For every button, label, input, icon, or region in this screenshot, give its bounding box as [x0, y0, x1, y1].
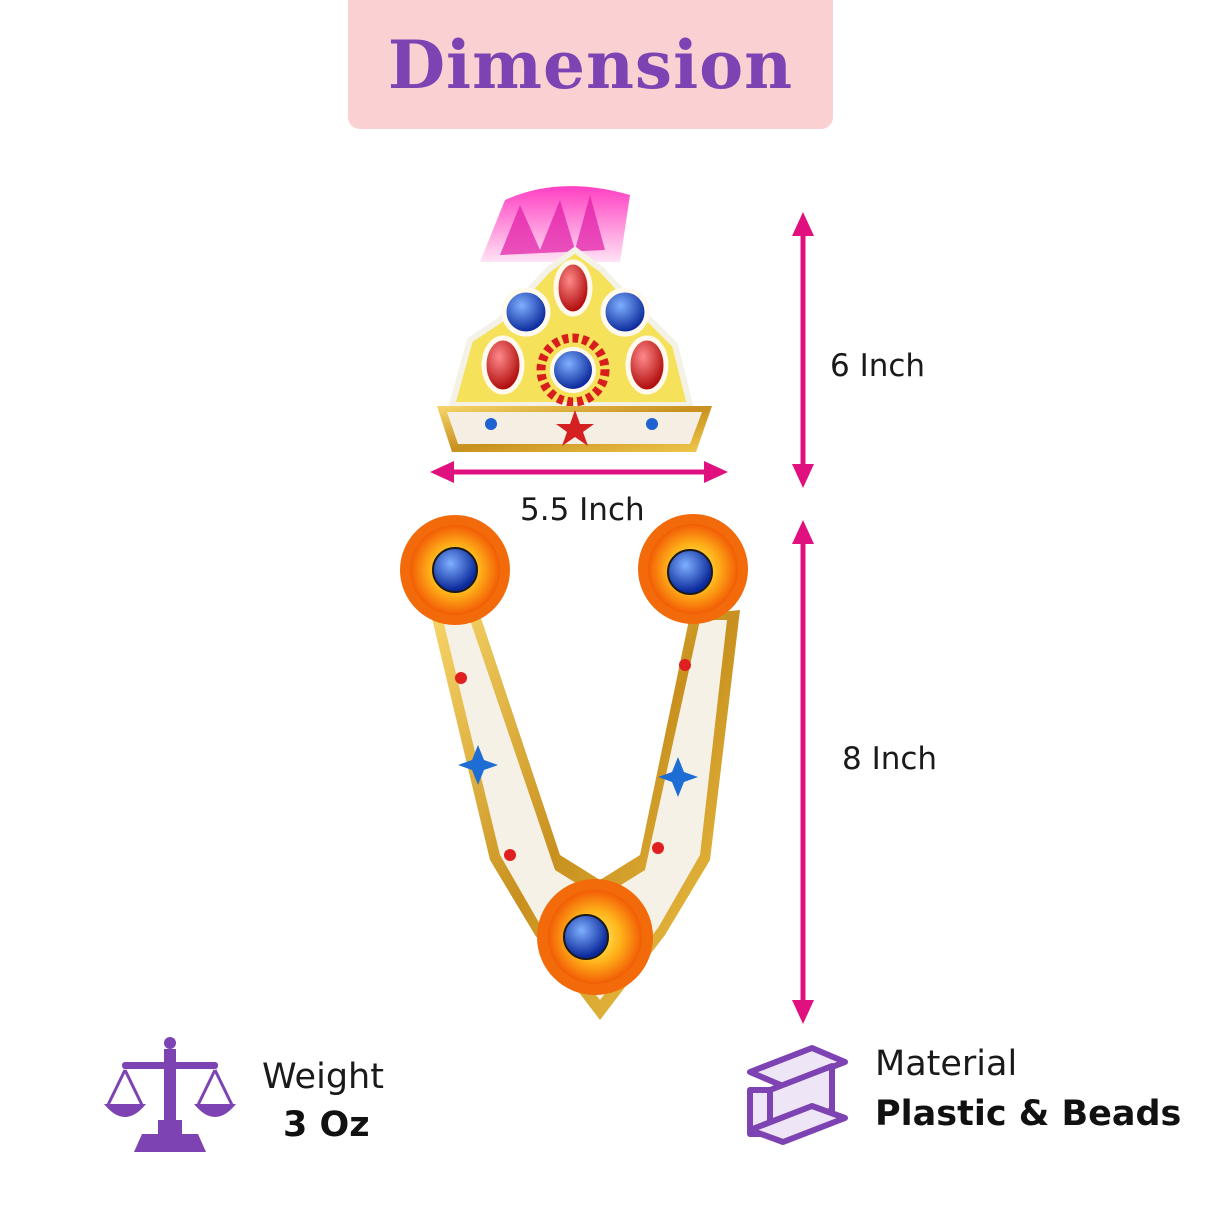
page-title: Dimension	[387, 25, 794, 104]
tilak-height-label: 8 Inch	[842, 741, 938, 777]
flower-bottom	[537, 879, 653, 995]
title-banner: Dimension	[348, 0, 833, 129]
crown-width-arrow	[430, 461, 728, 483]
flower-right	[638, 514, 748, 624]
crown-image	[437, 186, 712, 452]
crown-width-label: 5.5 Inch	[520, 492, 645, 528]
material-value: Plastic & Beads	[875, 1094, 1182, 1134]
crown-height-arrow	[792, 212, 814, 488]
weight-value: 3 Oz	[283, 1105, 370, 1145]
crown-height-label: 6 Inch	[830, 348, 926, 384]
scale-icon	[104, 1037, 236, 1152]
flower-left	[400, 515, 510, 625]
material-label: Material	[875, 1044, 1018, 1084]
beam-icon	[747, 1045, 848, 1145]
weight-label: Weight	[262, 1057, 384, 1097]
tilak-image	[400, 514, 748, 1020]
tilak-height-arrow	[792, 520, 814, 1024]
